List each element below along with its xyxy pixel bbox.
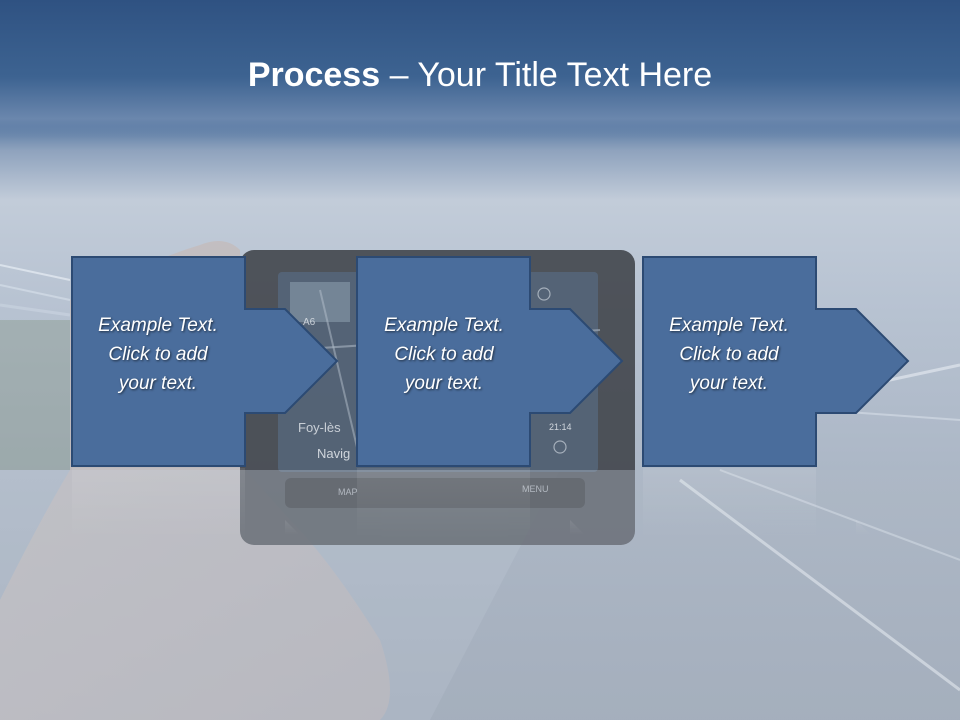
step-1-line-2: Click to add — [108, 344, 208, 365]
zoom-in-icon — [553, 440, 567, 454]
process-step-3[interactable] — [642, 256, 910, 467]
zoom-out-icon — [537, 287, 551, 301]
title-bold: Process — [247, 56, 381, 94]
step-2-line-3: your text. — [404, 373, 484, 394]
title-band — [0, 0, 960, 140]
step-2-line-2: Click to add — [394, 344, 494, 365]
step-3-text[interactable]: Example Text. Click to add your text. — [643, 311, 815, 398]
step-3-shape — [642, 256, 910, 467]
step-2-line-1: Example Text. — [384, 315, 504, 336]
screen-label-a6: A6 — [303, 317, 316, 328]
device-button-map: MAP — [338, 487, 358, 497]
step-1-line-1: Example Text. — [98, 315, 218, 336]
step-3-line-1: Example Text. — [669, 315, 789, 336]
step-1-text[interactable]: Example Text. Click to add your text. — [72, 311, 244, 398]
step-1-shape — [71, 256, 339, 467]
step-2-text[interactable]: Example Text. Click to add your text. — [358, 311, 530, 398]
shape-reflections — [72, 468, 871, 540]
screen-label-foy: Foy-lès — [298, 420, 341, 435]
screen-label-navig: Navig — [317, 446, 350, 461]
slide-title[interactable]: Process – Your Title Text Here — [0, 52, 960, 98]
process-step-1[interactable] — [71, 256, 339, 467]
step-1-line-3: your text. — [118, 373, 198, 394]
process-step-2[interactable] — [356, 256, 624, 467]
screen-label-time: 21:14 — [549, 422, 572, 432]
step-3-line-2: Click to add — [679, 344, 779, 365]
step-3-line-3: your text. — [689, 373, 769, 394]
step-2-shape — [356, 256, 624, 467]
title-rest: – Your Title Text Here — [389, 56, 713, 94]
device-button-menu: MENU — [522, 484, 549, 494]
